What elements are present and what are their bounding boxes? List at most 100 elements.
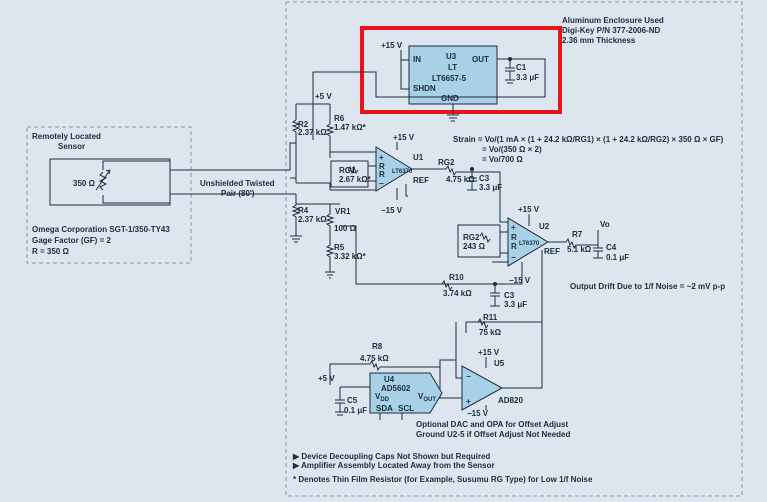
sensor-arrow (95, 169, 111, 191)
filt1-c3: C3 (479, 174, 490, 183)
u3-c1: C1 (516, 63, 527, 72)
off-r11-val: 75 kΩ (479, 328, 502, 337)
svg-text:VDD: VDD (375, 392, 390, 403)
u2-pos: +15 V (518, 205, 540, 214)
svg-text:+: + (466, 397, 471, 406)
u3-gnd: GND (441, 94, 459, 103)
svg-text:VOUT: VOUT (418, 392, 436, 403)
bridge-r2-val: 2.37 kΩ (298, 128, 327, 137)
strain-line2: = Vo/(350 Ω × 2) (482, 145, 542, 154)
off-c3-val: 3.3 μF (504, 300, 527, 309)
u1-neg: −15 V (381, 206, 403, 215)
bridge-r2: R2 (298, 120, 309, 129)
u4-vdd-sub: DD (380, 397, 389, 403)
filt1-c3-val: 3.3 μF (479, 183, 502, 192)
u1-pos: +15 V (393, 133, 415, 142)
u4-vdd: V (375, 392, 381, 401)
note-3: * Denotes Thin Film Resistor (for Exampl… (293, 475, 593, 484)
u2-opamp (507, 217, 549, 267)
svg-text:−: − (379, 179, 384, 188)
u2-rg2-val: 243 Ω (463, 242, 486, 251)
off-c3: C3 (504, 291, 515, 300)
bridge-r5: R5 (334, 243, 345, 252)
u4-sda: SDA (376, 404, 393, 413)
svg-text:R: R (511, 242, 517, 251)
u3-in: IN (413, 55, 421, 64)
note-2: ▶ Amplifier Assembly Located Away from t… (292, 461, 495, 470)
remote-maker: Omega Corporation SGT-1/350-TY43 (32, 225, 170, 234)
bridge-supply: +5 V (315, 92, 332, 101)
off-r10-val: 3.74 kΩ (443, 289, 472, 298)
u1-part: LT6370 (392, 169, 413, 175)
bridge-vr1: VR1 (335, 207, 351, 216)
u3-out: OUT (472, 55, 489, 64)
u4-ref: U4 (384, 375, 395, 384)
u2-ref: U2 (539, 222, 550, 231)
dac-note-2: Ground U2-5 if Offset Adjust Not Needed (416, 430, 570, 439)
off-r10: R10 (449, 273, 464, 282)
remote-gage: Gage Factor (GF) = 2 (32, 236, 111, 245)
svg-text:R: R (511, 233, 517, 242)
dac-note-1: Optional DAC and OPA for Offset Adjust (416, 420, 568, 429)
cable-wires (102, 142, 296, 204)
u4-block (369, 372, 443, 414)
u3-ref: U3 (446, 52, 457, 61)
u4-vout-sub: OUT (423, 397, 436, 403)
u2-r7: R7 (572, 230, 583, 239)
u3-lt: LT (448, 63, 457, 72)
u5-opamp (461, 365, 504, 411)
bridge-r5-val: 3.32 kΩ* (334, 252, 367, 261)
u1-rg1: RG1 (339, 166, 356, 175)
cable-line1: Unshielded Twisted (200, 179, 275, 188)
u3-part: LT6657-5 (432, 74, 467, 83)
svg-text:−: − (511, 253, 516, 262)
enclosure-box (285, 1, 743, 497)
u5-ref: U5 (494, 359, 505, 368)
svg-text:−: − (466, 372, 471, 381)
u2-r7-val: 5.1 kΩ (567, 245, 592, 254)
u2-refpin: REF (544, 247, 560, 256)
u4-vout: V (418, 392, 424, 401)
sensor-value: 350 Ω (73, 179, 96, 188)
u2-rg2: RG2 (463, 233, 480, 242)
u4-c5-val: 0.1 μF (344, 406, 367, 415)
filt1-rg2: RG2 (438, 158, 455, 167)
bridge-r6-val: 1.47 kΩ* (334, 123, 367, 132)
u5-pos: +15 V (478, 348, 500, 357)
u4-scl: SCL (398, 404, 414, 413)
u5-part: AD820 (498, 396, 523, 405)
off-r11: R11 (483, 313, 498, 322)
u1-opamp (375, 146, 413, 192)
bridge-r4-val: 2.37 kΩ (298, 215, 327, 224)
u1-refpin: REF (413, 176, 429, 185)
remote-r: R = 350 Ω (32, 247, 69, 256)
bridge-r4: R4 (298, 206, 309, 215)
u3-c1-val: 3.3 μF (516, 73, 539, 82)
u3-supply: +15 V (381, 41, 403, 50)
drift-note: Output Drift Due to 1/f Noise = ~2 mV p-… (570, 282, 725, 291)
strain-line3: = Vo/700 Ω (482, 155, 523, 164)
u5-neg: −15 V (467, 409, 489, 418)
u4-c5: C5 (347, 396, 358, 405)
svg-text:+: + (511, 223, 516, 232)
u1-rg1-val: 2.67 kΩ* (339, 175, 372, 184)
u2-c4: C4 (606, 243, 617, 252)
filt1-rg2-val: 4.75 kΩ (446, 175, 475, 184)
svg-text:+: + (379, 153, 384, 162)
enclosure-thickness: 2.36 mm Thickness (562, 36, 636, 45)
enclosure-title: Aluminum Enclosure Used (562, 16, 664, 25)
svg-text:R: R (379, 170, 385, 179)
u3-block (408, 45, 498, 105)
u4-supply: +5 V (318, 374, 335, 383)
u5-r8: R8 (372, 342, 383, 351)
remote-title2: Sensor (58, 142, 85, 151)
u2-neg: −15 V (509, 276, 531, 285)
u2-c4-val: 0.1 μF (606, 253, 629, 262)
enclosure-part: Digi-Key P/N 377-2006-ND (562, 26, 660, 35)
highlight-box (360, 26, 562, 114)
remote-sensor-box (26, 126, 192, 264)
u1-ref: U1 (413, 153, 424, 162)
u4-part: AD5602 (381, 384, 411, 393)
sensor-inner-box (49, 158, 171, 206)
cable-line2: Pair (80') (221, 189, 255, 198)
